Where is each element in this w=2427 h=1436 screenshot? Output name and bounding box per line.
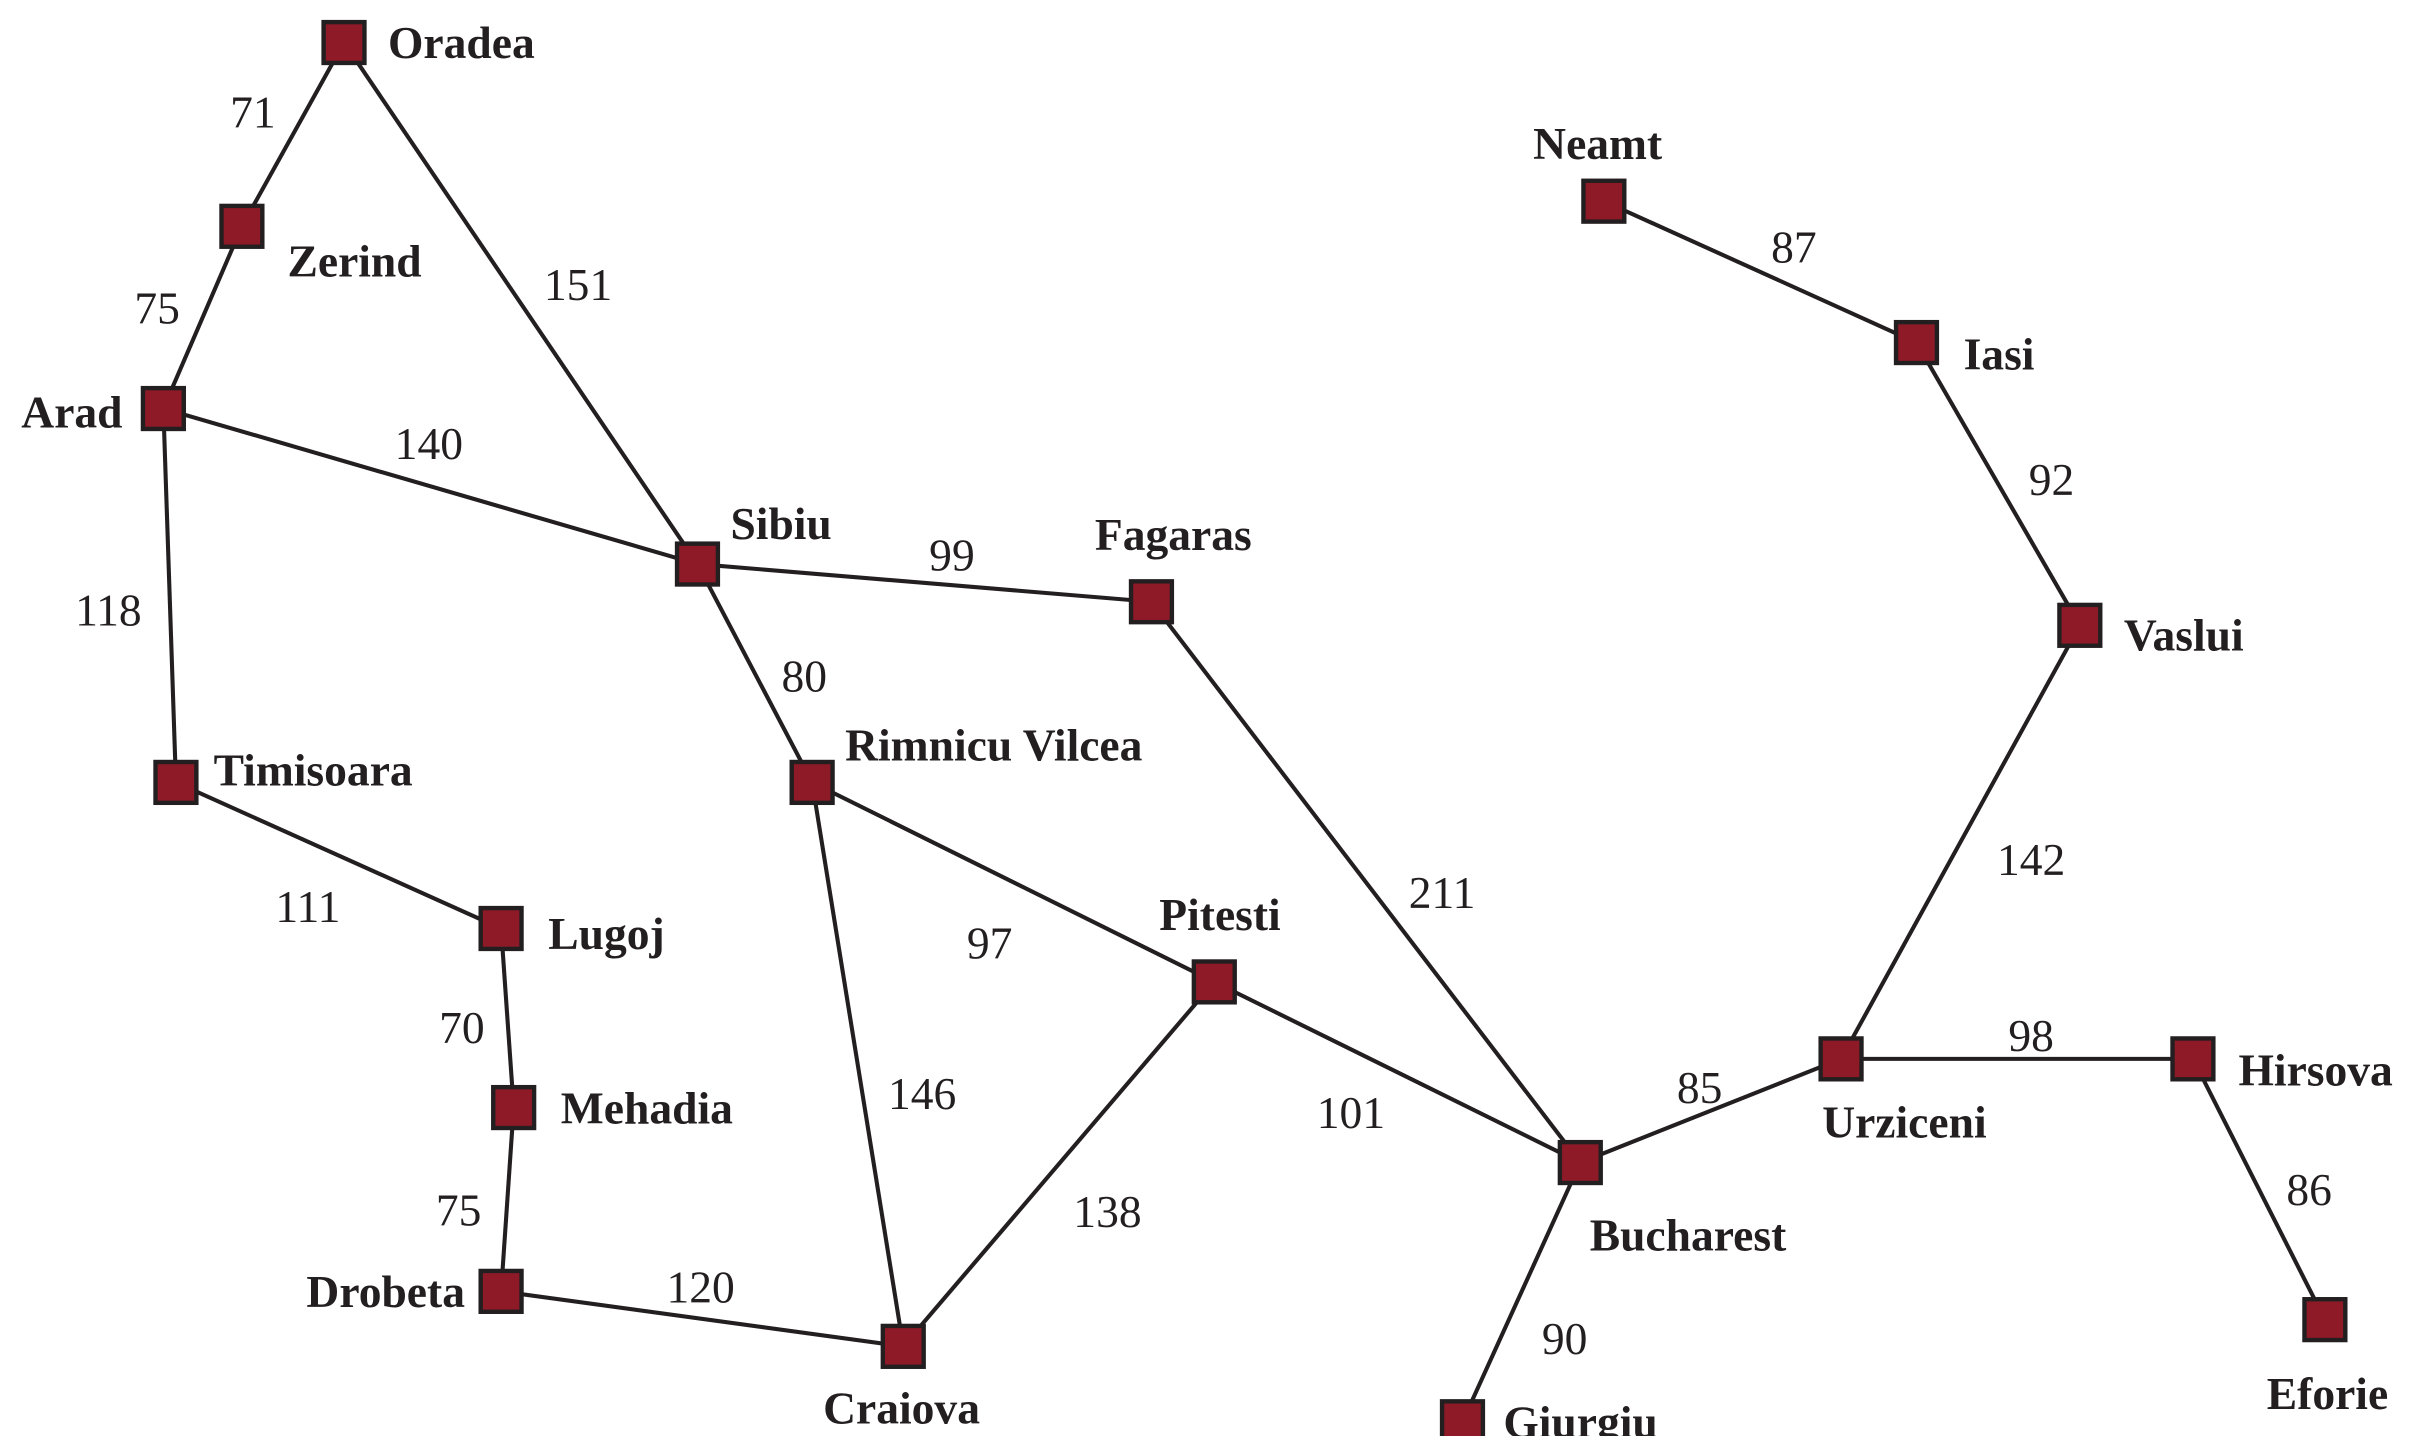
road-urziceni-vaslui xyxy=(1839,624,2082,1060)
city-node-hirsova[interactable] xyxy=(2170,1036,2216,1082)
city-node-fagaras[interactable] xyxy=(1128,579,1175,625)
city-label-zerind: Zerind xyxy=(287,236,421,287)
city-label-sibiu: Sibiu xyxy=(730,498,831,549)
distance-label-vaslui-iasi: 92 xyxy=(2029,454,2075,505)
road-sibiu-fagaras xyxy=(697,562,1152,604)
city-node-bucharest[interactable] xyxy=(1557,1139,1603,1186)
road-mehadia-drobeta xyxy=(499,1107,516,1292)
distance-label-pitesti-bucharest: 101 xyxy=(1317,1087,1385,1138)
city-label-pitesti: Pitesti xyxy=(1159,889,1280,940)
city-node-lugoj[interactable] xyxy=(478,905,524,952)
distance-label-arad-sibiu: 140 xyxy=(395,418,463,469)
road-sibiu-rimnicu-vilcea xyxy=(695,563,814,784)
city-node-oradea[interactable] xyxy=(321,19,367,66)
distance-label-mehadia-drobeta: 75 xyxy=(436,1184,482,1235)
city-label-bucharest: Bucharest xyxy=(1590,1210,1787,1261)
city-node-eforie[interactable] xyxy=(2302,1297,2348,1343)
city-node-arad[interactable] xyxy=(140,385,186,432)
distance-label-oradea-zerind: 71 xyxy=(230,86,276,137)
distance-labels: 71 75 151 140 118 99 80 111 70 75 120 146 97 138 101 21… xyxy=(75,86,2332,1364)
road-fagaras-bucharest xyxy=(1149,600,1582,1164)
city-label-hirsova: Hirsova xyxy=(2238,1045,2393,1096)
city-node-pitesti[interactable] xyxy=(1191,959,1237,1005)
city-label-urziceni: Urziceni xyxy=(1822,1096,1986,1147)
road-arad-sibiu xyxy=(162,406,699,567)
city-node-zerind[interactable] xyxy=(219,203,265,249)
city-label-oradea: Oradea xyxy=(388,17,535,68)
distance-label-iasi-neamt: 87 xyxy=(1771,221,1817,272)
distance-label-sibiu-fagaras: 99 xyxy=(929,529,975,580)
city-node-sibiu[interactable] xyxy=(674,541,721,587)
road-drobeta-craiova xyxy=(500,1289,904,1349)
city-node-neamt[interactable] xyxy=(1581,178,1627,224)
road-rimnicu-vilcea-pitesti xyxy=(811,780,1216,984)
city-node-drobeta[interactable] xyxy=(478,1268,524,1314)
road-rimnicu-vilcea-craiova xyxy=(810,782,906,1347)
distance-label-timisoara-lugoj: 111 xyxy=(275,881,340,932)
city-node-giurgiu[interactable] xyxy=(1439,1399,1486,1436)
distance-label-drobeta-craiova: 120 xyxy=(666,1261,734,1312)
distance-label-urziceni-vaslui: 142 xyxy=(1997,834,2065,885)
city-label-vaslui: Vaslui xyxy=(2124,609,2244,660)
distance-label-rimnicu-vilcea-craiova: 146 xyxy=(888,1068,956,1119)
distance-label-zerind-arad: 75 xyxy=(134,283,180,334)
city-node-iasi[interactable] xyxy=(1893,319,1940,366)
city-label-lugoj: Lugoj xyxy=(548,908,664,959)
distance-label-craiova-pitesti: 138 xyxy=(1073,1186,1141,1237)
distance-label-fagaras-bucharest: 211 xyxy=(1409,867,1476,918)
city-node-timisoara[interactable] xyxy=(153,759,199,806)
city-label-giurgiu: Giurgiu xyxy=(1503,1396,1657,1436)
city-label-drobeta: Drobeta xyxy=(306,1266,465,1317)
distance-label-bucharest-urziceni: 85 xyxy=(1677,1062,1723,1113)
distance-label-rimnicu-vilcea-pitesti: 97 xyxy=(967,917,1013,968)
city-node-mehadia[interactable] xyxy=(491,1084,537,1131)
road-bucharest-urziceni xyxy=(1579,1056,1842,1165)
city-label-eforie: Eforie xyxy=(2267,1368,2388,1419)
distance-label-bucharest-giurgiu: 90 xyxy=(1542,1313,1588,1364)
roads xyxy=(161,41,2327,1423)
city-node-urziceni[interactable] xyxy=(1818,1036,1864,1082)
cities xyxy=(140,19,2348,1436)
road-craiova-pitesti xyxy=(901,980,1216,1348)
city-label-timisoara: Timisoara xyxy=(214,745,413,796)
city-label-neamt: Neamt xyxy=(1533,118,1662,169)
road-lugoj-mehadia xyxy=(499,928,516,1108)
city-label-craiova: Craiova xyxy=(823,1382,980,1433)
city-node-vaslui[interactable] xyxy=(2057,602,2103,648)
road-vaslui-iasi xyxy=(1914,341,2082,627)
city-label-rimnicu-vilcea: Rimnicu Vilcea xyxy=(845,719,1143,770)
distance-label-urziceni-hirsova: 98 xyxy=(2008,1010,2054,1061)
city-label-fagaras: Fagaras xyxy=(1095,509,1252,560)
road-arad-timisoara xyxy=(161,408,178,783)
city-label-iasi: Iasi xyxy=(1964,328,2035,379)
city-label-arad: Arad xyxy=(21,386,122,437)
road-timisoara-lugoj xyxy=(175,780,502,931)
road-oradea-sibiu xyxy=(342,41,700,566)
distance-label-sibiu-rimnicu-vilcea: 80 xyxy=(782,650,828,701)
distance-label-arad-timisoara: 118 xyxy=(75,584,142,635)
road-pitesti-bucharest xyxy=(1213,980,1582,1165)
road-oradea-zerind xyxy=(240,41,346,228)
distance-label-oradea-sibiu: 151 xyxy=(544,259,612,310)
road-bucharest-giurgiu xyxy=(1460,1161,1583,1423)
city-node-craiova[interactable] xyxy=(880,1323,926,1369)
city-node-rimnicu-vilcea[interactable] xyxy=(789,759,835,806)
road-iasi-neamt xyxy=(1603,199,1918,345)
road-zerind-arad xyxy=(161,225,244,410)
distance-label-hirsova-eforie: 86 xyxy=(2286,1164,2332,1215)
road-hirsova-eforie xyxy=(2191,1057,2327,1321)
city-label-mehadia: Mehadia xyxy=(561,1082,733,1133)
distance-label-lugoj-mehadia: 70 xyxy=(439,1002,485,1053)
